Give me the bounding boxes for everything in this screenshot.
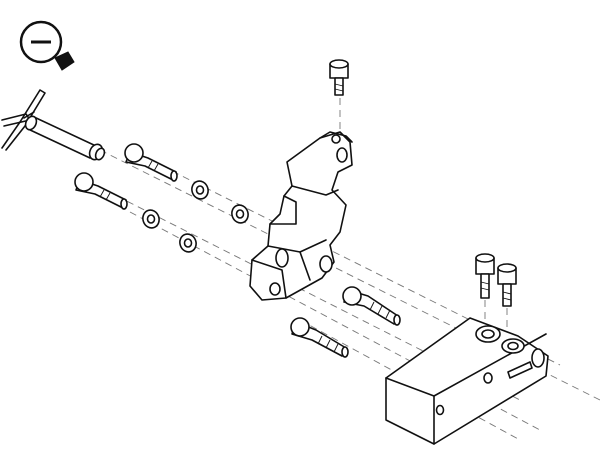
hex-key	[1, 89, 46, 151]
cap-screw	[329, 59, 349, 96]
cap-screw	[74, 172, 128, 210]
washer	[191, 180, 209, 200]
cap-screw	[475, 253, 495, 299]
cap-screw	[342, 286, 401, 326]
washer	[231, 204, 249, 224]
washer	[142, 209, 160, 229]
pin	[24, 115, 106, 161]
cap-screw	[497, 263, 517, 307]
bracket	[249, 131, 353, 301]
washer	[179, 233, 197, 253]
clamp-block	[385, 317, 549, 445]
cap-screw	[124, 143, 178, 182]
cap-screw	[290, 317, 349, 358]
zoom-out-icon[interactable]	[19, 20, 75, 71]
